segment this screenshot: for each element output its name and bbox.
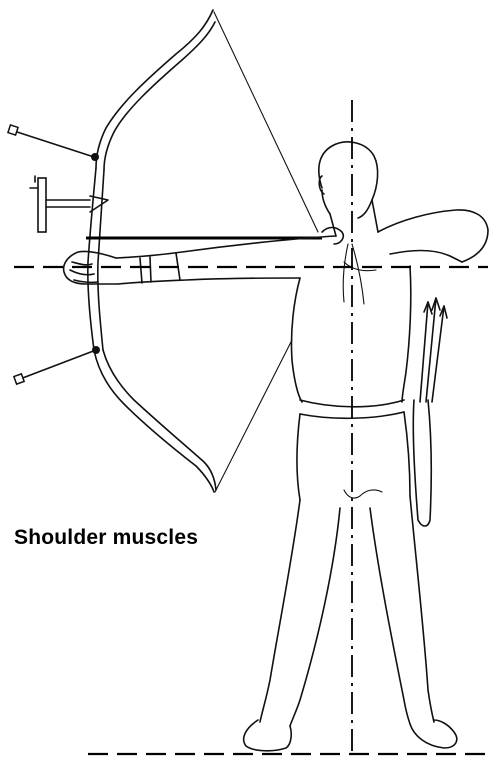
sight-block xyxy=(38,178,46,232)
left-leg xyxy=(260,500,340,726)
stabilizers xyxy=(8,125,100,384)
archer xyxy=(64,142,488,751)
upper-stabilizer-weight xyxy=(8,125,18,135)
spine-line xyxy=(343,244,364,304)
bow-upper-limb-outer xyxy=(96,10,213,168)
hip-left xyxy=(297,414,300,500)
bow-sight xyxy=(30,176,108,232)
head xyxy=(319,142,378,218)
seat-line xyxy=(344,490,382,498)
draw-arm-lower xyxy=(390,251,462,263)
draw-arm-upper xyxy=(378,210,488,262)
right-shoe xyxy=(410,720,457,748)
lower-stabilizer-weight xyxy=(14,374,24,384)
hip-right xyxy=(404,412,410,496)
right-leg xyxy=(370,496,434,724)
torso-right xyxy=(402,266,411,402)
bow-string-lower xyxy=(215,340,292,492)
quiver xyxy=(413,298,447,526)
quiver-body xyxy=(413,400,431,526)
bow xyxy=(88,10,318,492)
neck xyxy=(330,200,378,236)
upper-stabilizer-mount xyxy=(91,153,99,161)
left-shoe xyxy=(244,720,292,751)
lower-stabilizer-mount xyxy=(92,346,100,354)
lower-stabilizer-rod xyxy=(20,350,96,379)
caption: Shoulder muscles xyxy=(14,526,198,550)
bow-string-upper xyxy=(214,12,318,232)
torso-left xyxy=(291,278,302,402)
bow-hand-fingers xyxy=(70,262,98,282)
upper-stabilizer-rod xyxy=(14,131,94,157)
bow-upper-limb-inner xyxy=(104,22,215,170)
bow-arm-lower xyxy=(118,278,300,284)
